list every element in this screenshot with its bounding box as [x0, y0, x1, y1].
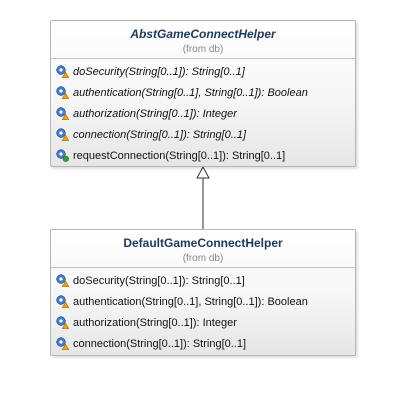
public-operation-icon — [56, 149, 69, 162]
operation-label: requestConnection(String[0..1]): String[… — [73, 149, 286, 162]
operation-row[interactable]: connection(String[0..1]): String[0..1] — [51, 124, 355, 145]
class-abst-game-connect-helper[interactable]: AbstGameConnectHelper (from db) doSecuri… — [50, 20, 356, 167]
protected-operation-icon — [56, 337, 69, 350]
operation-row[interactable]: authentication(String[0..1], String[0..1… — [51, 291, 355, 312]
protected-operation-icon — [56, 316, 69, 329]
operation-row[interactable]: authorization(String[0..1]): Integer — [51, 103, 355, 124]
protected-operation-icon — [56, 274, 69, 287]
operation-label: authentication(String[0..1], String[0..1… — [73, 295, 308, 308]
class-default-game-connect-helper[interactable]: DefaultGameConnectHelper (from db) doSec… — [50, 229, 356, 356]
operation-label: authentication(String[0..1], String[0..1… — [73, 86, 308, 99]
protected-operation-icon — [56, 65, 69, 78]
operation-label: authorization(String[0..1]): Integer — [73, 107, 237, 120]
protected-operation-icon — [56, 107, 69, 120]
class-name: DefaultGameConnectHelper — [123, 236, 283, 250]
operation-label: doSecurity(String[0..1]): String[0..1] — [73, 65, 245, 78]
class-package: (from db) — [182, 253, 224, 264]
protected-operation-icon — [56, 295, 69, 308]
operation-row[interactable]: authentication(String[0..1], String[0..1… — [51, 82, 355, 103]
operation-label: connection(String[0..1]): String[0..1] — [73, 337, 247, 350]
operations-list: doSecurity(String[0..1]): String[0..1] a… — [51, 59, 355, 166]
operation-row[interactable]: requestConnection(String[0..1]): String[… — [51, 145, 355, 166]
operation-label: authorization(String[0..1]): Integer — [73, 316, 237, 329]
class-name: AbstGameConnectHelper — [130, 27, 276, 41]
operation-row[interactable]: doSecurity(String[0..1]): String[0..1] — [51, 61, 355, 82]
class-package: (from db) — [182, 44, 224, 55]
operation-row[interactable]: doSecurity(String[0..1]): String[0..1] — [51, 270, 355, 291]
operation-row[interactable]: connection(String[0..1]): String[0..1] — [51, 333, 355, 354]
operation-row[interactable]: authorization(String[0..1]): Integer — [51, 312, 355, 333]
operation-label: connection(String[0..1]): String[0..1] — [73, 128, 247, 141]
protected-operation-icon — [56, 86, 69, 99]
protected-operation-icon — [56, 128, 69, 141]
operation-label: doSecurity(String[0..1]): String[0..1] — [73, 274, 245, 287]
class-header: DefaultGameConnectHelper (from db) — [51, 230, 355, 268]
operations-list: doSecurity(String[0..1]): String[0..1] a… — [51, 268, 355, 354]
class-header: AbstGameConnectHelper (from db) — [51, 21, 355, 59]
